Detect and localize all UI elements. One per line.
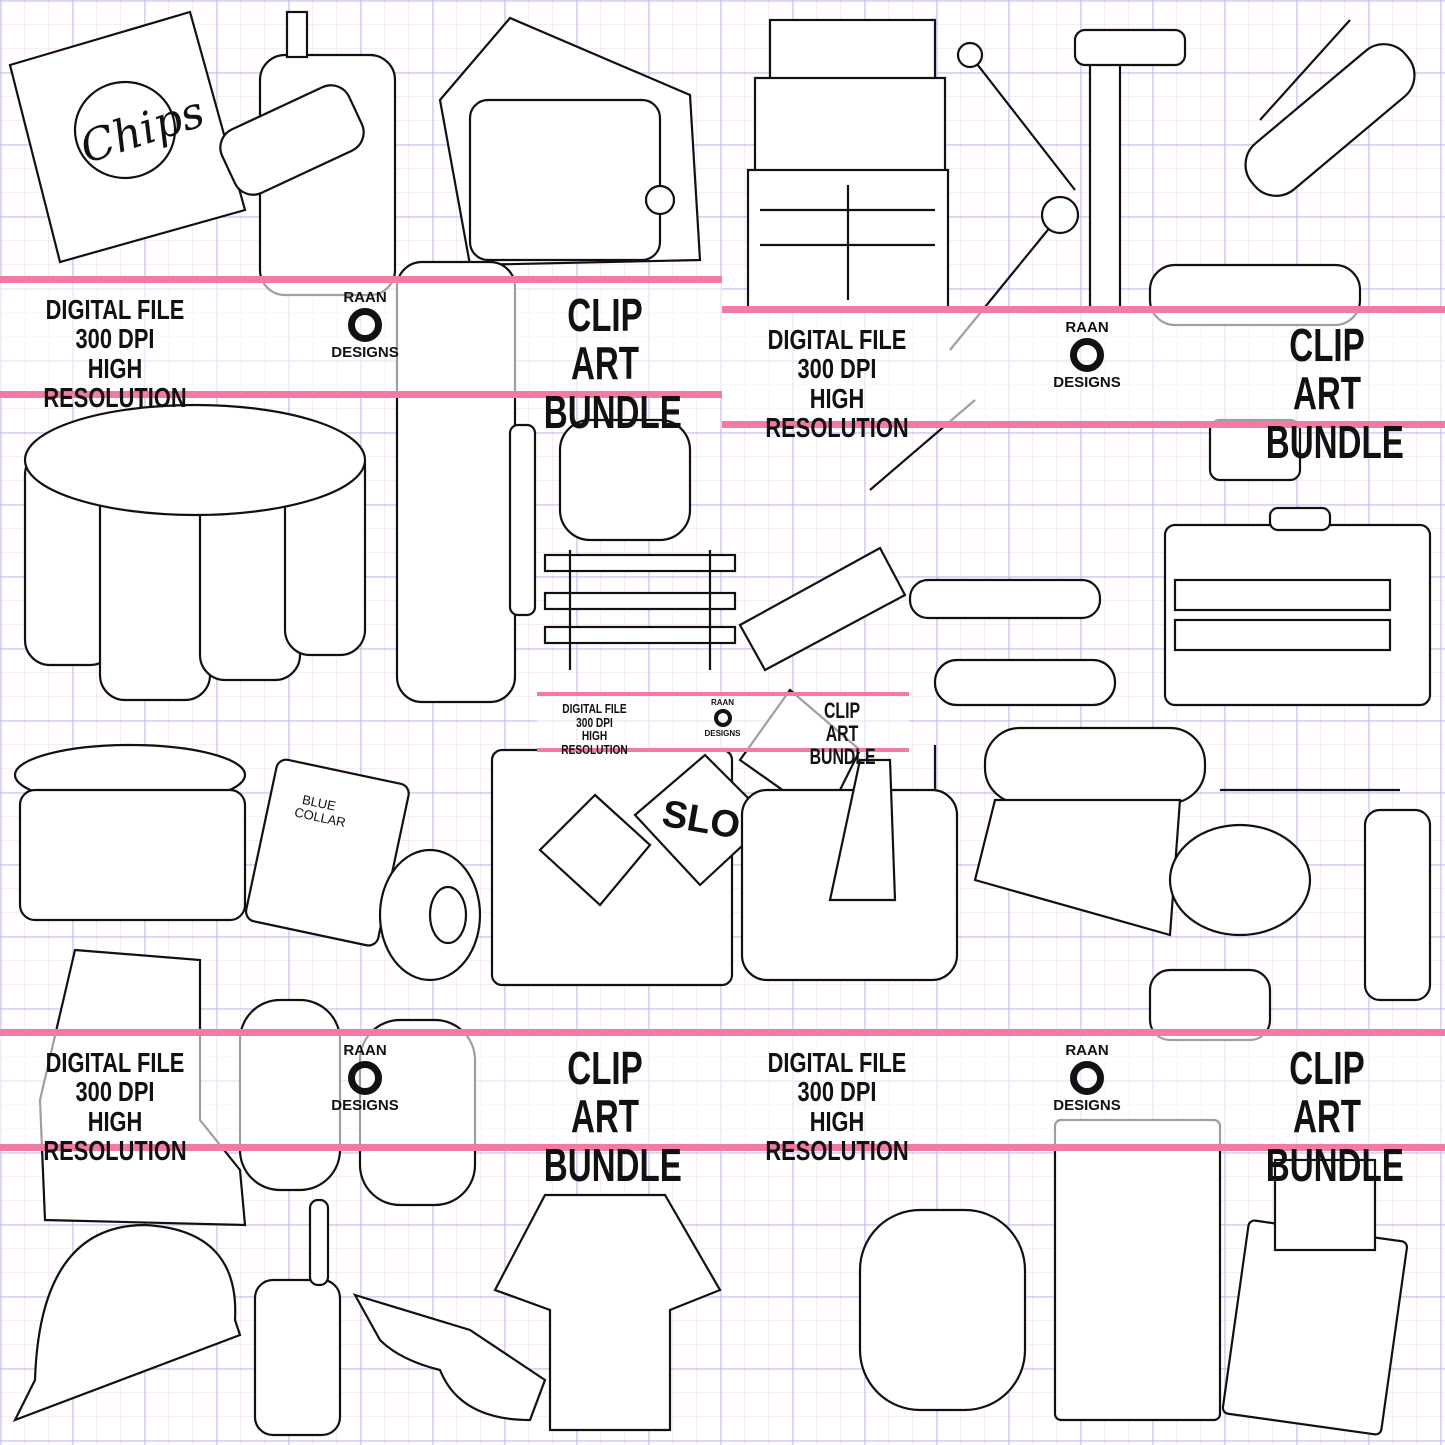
banner-title: CLIP ART BUNDLE — [543, 289, 682, 438]
traffic-cone — [828, 758, 897, 902]
six-pack-cans — [23, 403, 367, 702]
soda-can — [558, 418, 692, 542]
tool-chest — [746, 18, 950, 312]
banner-title-line1: CLIP ART — [823, 698, 861, 747]
utility-knife — [933, 658, 1117, 707]
banner-file-info: DIGITAL FILE 300 DPI HIGH RESOLUTION — [25, 1048, 204, 1166]
banner-title: CLIP ART BUNDLE — [809, 698, 876, 770]
toolbox — [1163, 506, 1432, 707]
banner-line-digital-file: DIGITAL FILE — [767, 1047, 907, 1078]
banner-line-dpi: 300 DPI — [75, 1076, 155, 1108]
banner-file-info: DIGITAL FILE 300 DPI HIGH RESOLUTION — [25, 295, 204, 413]
banner-line-resolution: HIGH RESOLUTION — [561, 728, 628, 757]
banner-line-resolution: HIGH RESOLUTION — [43, 352, 187, 414]
raan-designs-logo: RAAN DESIGNS — [1042, 319, 1132, 391]
banner-title-line1: CLIP ART — [567, 1042, 643, 1143]
logo-text-bottom: DESIGNS — [331, 1097, 399, 1114]
raan-designs-logo: RAAN DESIGNS — [320, 289, 410, 361]
sloth-face-icon — [348, 1061, 382, 1095]
walkie-talkie — [253, 1198, 342, 1437]
sloth-face-icon — [713, 709, 732, 727]
banner-title: CLIP ART BUNDLE — [543, 1042, 682, 1191]
raan-designs-logo: RAAN DESIGNS — [320, 1042, 410, 1114]
nail — [956, 41, 1076, 191]
arrow-sign — [738, 546, 907, 672]
promo-banner: DIGITAL FILE 300 DPI HIGH RESOLUTION RAA… — [722, 1029, 1445, 1189]
banner-title-line2: BUNDLE — [1265, 415, 1404, 468]
logo-text-top: RAAN — [1065, 319, 1109, 336]
banner-line-resolution: HIGH RESOLUTION — [765, 382, 909, 444]
banner-title-line1: CLIP ART — [1289, 1042, 1365, 1143]
banner-line-resolution: HIGH RESOLUTION — [43, 1105, 187, 1167]
id-badge: BLUE COLLAR — [244, 758, 410, 947]
badge-text-blue: BLUE — [301, 792, 338, 814]
logo-text-top: RAAN — [343, 289, 387, 306]
raan-designs-logo: RAAN DESIGNS — [1042, 1042, 1132, 1114]
banner-file-info: DIGITAL FILE 300 DPI HIGH RESOLUTION — [747, 325, 926, 443]
logo-text-top: RAAN — [710, 698, 735, 707]
tool-belt — [13, 743, 247, 922]
logo-text-bottom: DESIGNS — [1053, 374, 1121, 391]
banner-title-line2: BUNDLE — [543, 385, 682, 438]
tape-measure-hand — [858, 1208, 1027, 1412]
banner-title: CLIP ART BUNDLE — [1265, 1042, 1404, 1191]
promo-banner-small: DIGITAL FILE 300 DPI HIGH RESOLUTION RAA… — [537, 692, 909, 768]
hard-hat — [12, 1223, 242, 1423]
pocket-knife — [1244, 19, 1416, 197]
banner-title-line2: BUNDLE — [1265, 1138, 1404, 1191]
road-sign-person — [538, 793, 652, 907]
logo-text-bottom: DESIGNS — [331, 344, 399, 361]
paper-roll — [973, 726, 1207, 937]
water-jug — [219, 10, 397, 297]
logo-text-top: RAAN — [343, 1042, 387, 1059]
work-shirt — [493, 1193, 722, 1432]
banner-title-line2: BUNDLE — [809, 744, 876, 770]
promo-banner: DIGITAL FILE 300 DPI HIGH RESOLUTION RAA… — [722, 306, 1445, 466]
banner-line-digital-file: DIGITAL FILE — [562, 701, 627, 716]
cigarette-pack-closed — [1053, 1118, 1222, 1422]
sloth-face-icon — [1070, 338, 1104, 372]
logo-text-bottom: DESIGNS — [1053, 1097, 1121, 1114]
logo-text-top: RAAN — [1065, 1042, 1109, 1059]
banner-line-dpi: 300 DPI — [797, 1076, 877, 1108]
banner-line-dpi: 300 DPI — [576, 714, 613, 730]
sloth-face-icon — [1070, 1061, 1104, 1095]
hammer — [1073, 28, 1187, 312]
safety-glasses — [352, 1293, 547, 1422]
banner-line-digital-file: DIGITAL FILE — [45, 294, 185, 325]
banner-line-resolution: HIGH RESOLUTION — [765, 1105, 909, 1167]
banner-line-digital-file: DIGITAL FILE — [45, 1047, 185, 1078]
banner-title-line1: CLIP ART — [1289, 319, 1365, 420]
cooler — [438, 16, 702, 267]
promo-banner: DIGITAL FILE 300 DPI HIGH RESOLUTION RAA… — [0, 276, 722, 436]
chips-bag: Chips — [8, 10, 247, 264]
raan-designs-logo: RAAN DESIGNS — [700, 698, 745, 738]
banner-line-dpi: 300 DPI — [75, 323, 155, 355]
banner-title-line1: CLIP ART — [567, 289, 643, 390]
wrench — [908, 578, 1102, 620]
barricade — [543, 550, 737, 670]
banner-line-digital-file: DIGITAL FILE — [767, 324, 907, 355]
sloth-face-icon — [348, 308, 382, 342]
banner-line-dpi: 300 DPI — [797, 353, 877, 385]
worker-baby — [1148, 823, 1312, 1042]
cigarette-pack-open — [1221, 1158, 1409, 1436]
banner-title-line2: BUNDLE — [543, 1138, 682, 1191]
spray-can — [1220, 788, 1432, 1002]
banner-title: CLIP ART BUNDLE — [1265, 319, 1404, 468]
tape-roll — [378, 848, 482, 982]
logo-text-bottom: DESIGNS — [704, 729, 741, 738]
banner-file-info: DIGITAL FILE 300 DPI HIGH RESOLUTION — [550, 702, 640, 757]
banner-file-info: DIGITAL FILE 300 DPI HIGH RESOLUTION — [747, 1048, 926, 1166]
promo-banner: DIGITAL FILE 300 DPI HIGH RESOLUTION RAA… — [0, 1029, 722, 1189]
